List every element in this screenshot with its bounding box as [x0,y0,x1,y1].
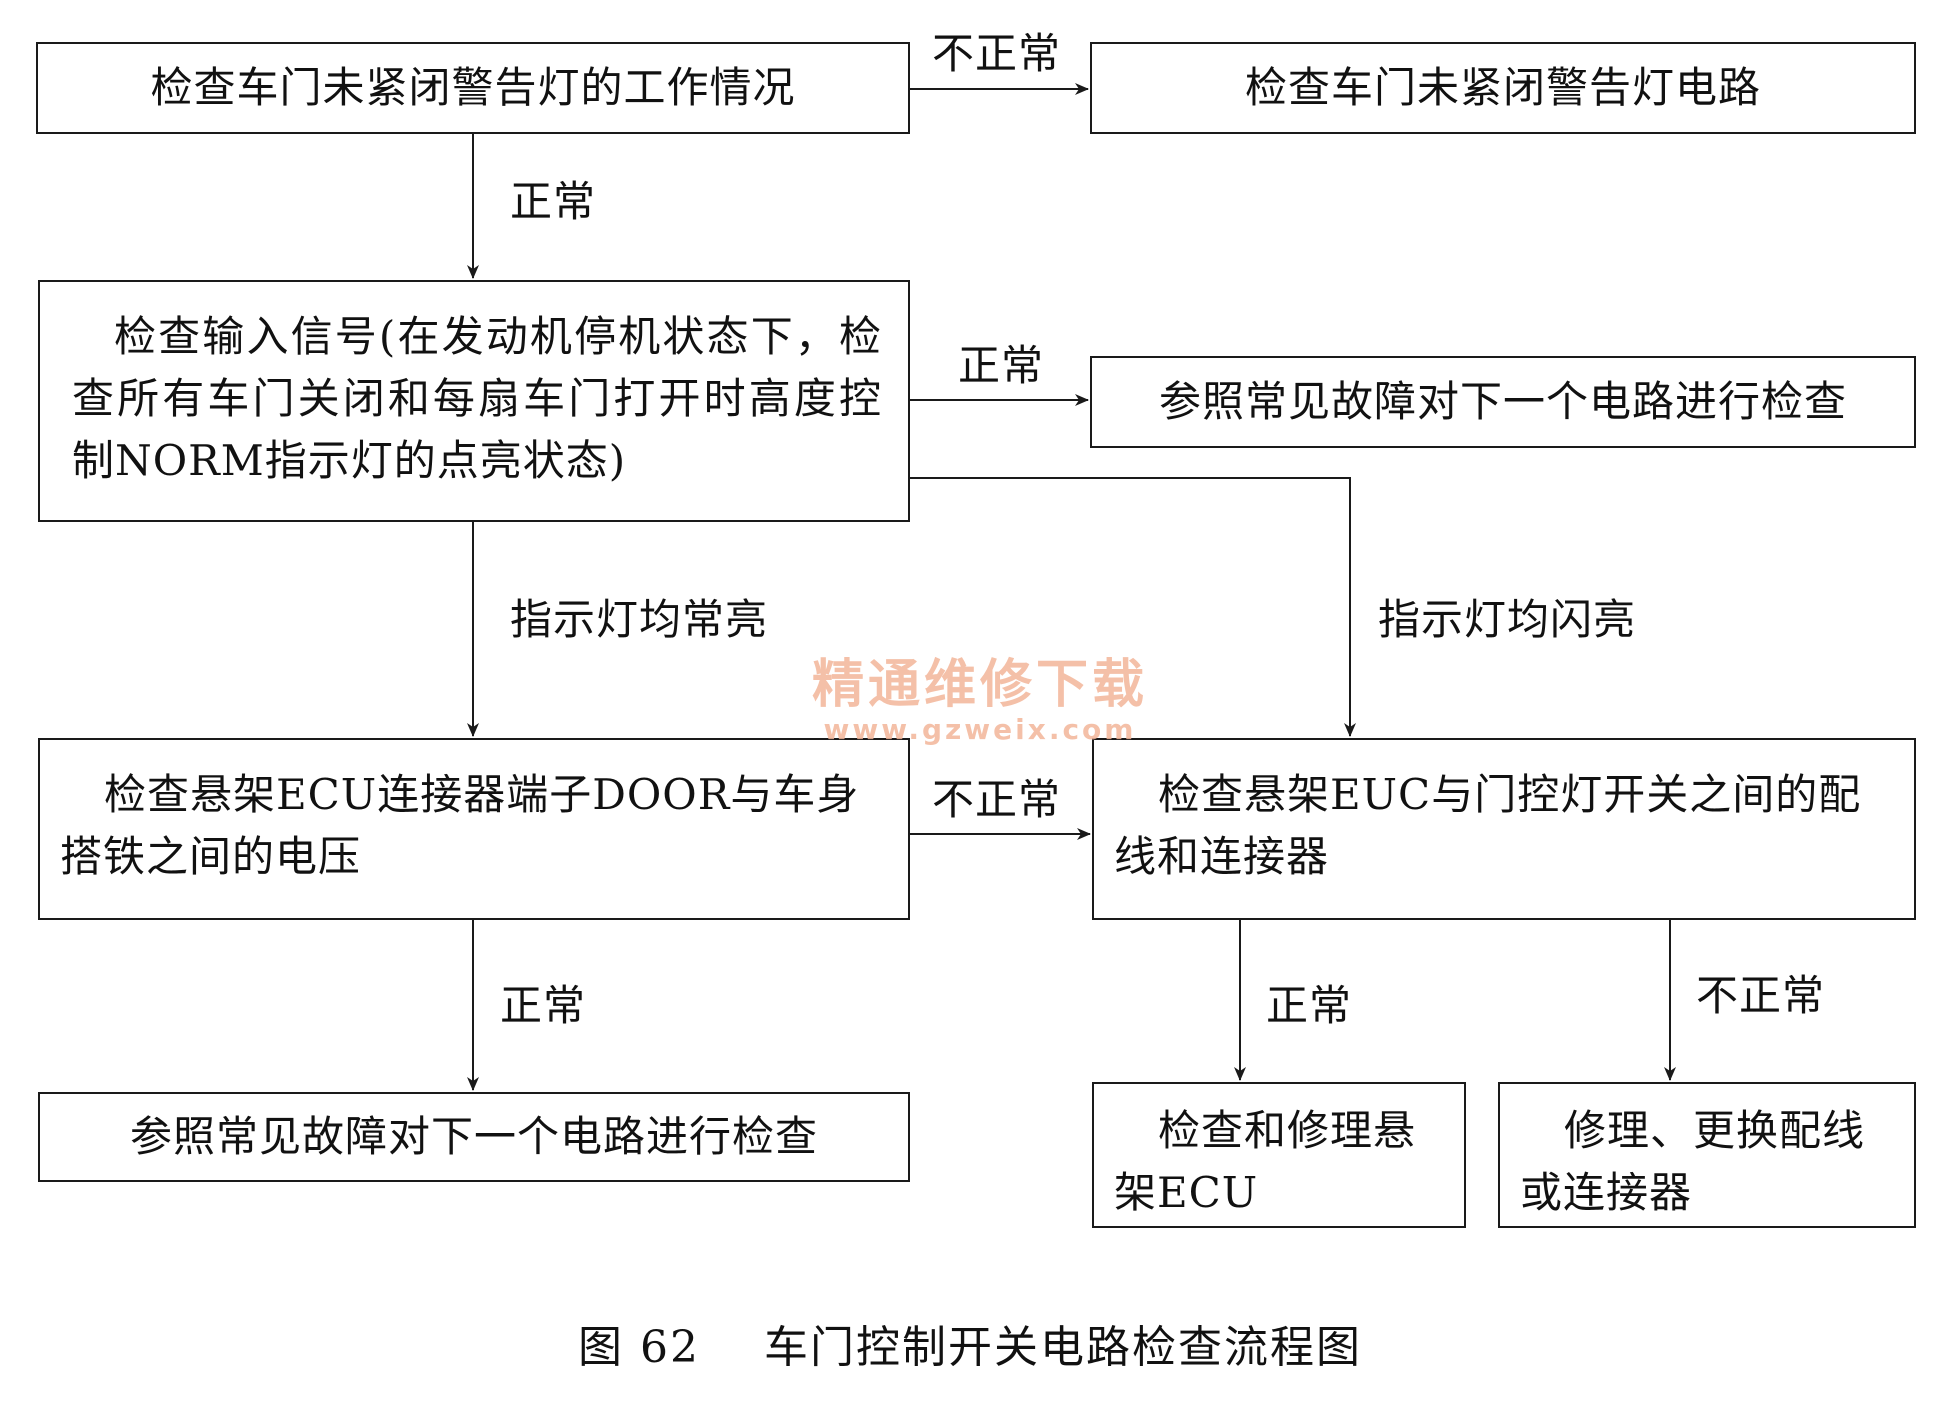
node-refer-next-circuit-bottom-text: 参照常见故障对下一个电路进行检查 [129,1112,818,1161]
node-repair-wiring: 修理、更换配线或连接器 [1498,1082,1916,1228]
edge-label-input-normal: 正常 [958,341,1045,390]
node-repair-ecu: 检查和修理悬架ECU [1092,1082,1466,1228]
node-check-warning-circuit-text: 检查车门未紧闭警告灯电路 [1244,63,1761,112]
node-check-ecu-door-voltage-text: 检查悬架ECU连接器端子DOOR与车身搭铁之间的电压 [60,770,860,881]
node-refer-next-circuit-bottom: 参照常见故障对下一个电路进行检查 [38,1092,910,1182]
edge-label-voltage-abnormal: 不正常 [932,775,1062,824]
node-check-warning-circuit: 检查车门未紧闭警告灯电路 [1090,42,1916,134]
node-check-ecu-door-voltage: 检查悬架ECU连接器端子DOOR与车身搭铁之间的电压 [38,738,910,920]
arrow-input-flashing [910,477,1356,737]
edge-label-input-steady: 指示灯均常亮 [510,595,769,644]
node-check-wiring-connector: 检查悬架EUC与门控灯开关之间的配线和连接器 [1092,738,1916,920]
edge-label-voltage-normal: 正常 [500,981,587,1030]
node-check-input-signal: 检查输入信号(在发动机停机状态下，检查所有车门关闭和每扇车门打开时高度控制NOR… [38,280,910,522]
node-refer-next-circuit-right-text: 参照常见故障对下一个电路进行检查 [1158,377,1847,426]
edge-label-warning-abnormal: 不正常 [932,29,1062,78]
edge-label-wiring-normal: 正常 [1266,981,1353,1030]
node-repair-wiring-text: 修理、更换配线或连接器 [1520,1106,1866,1217]
node-check-input-signal-text: 检查输入信号(在发动机停机状态下，检查所有车门关闭和每扇车门打开时高度控制NOR… [72,312,882,485]
edge-label-warning-normal: 正常 [510,177,597,226]
node-check-wiring-connector-text: 检查悬架EUC与门控灯开关之间的配线和连接器 [1114,770,1862,881]
figure-caption: 图 62 车门控制开关电路检查流程图 [578,1322,1362,1373]
edge-label-input-flashing: 指示灯均闪亮 [1378,595,1637,644]
node-check-warning-light: 检查车门未紧闭警告灯的工作情况 [36,42,910,134]
node-repair-ecu-text: 检查和修理悬架ECU [1114,1106,1417,1217]
node-refer-next-circuit-right: 参照常见故障对下一个电路进行检查 [1090,356,1916,448]
edge-label-wiring-abnormal: 不正常 [1696,971,1826,1020]
node-check-warning-light-text: 检查车门未紧闭警告灯的工作情况 [150,63,796,112]
